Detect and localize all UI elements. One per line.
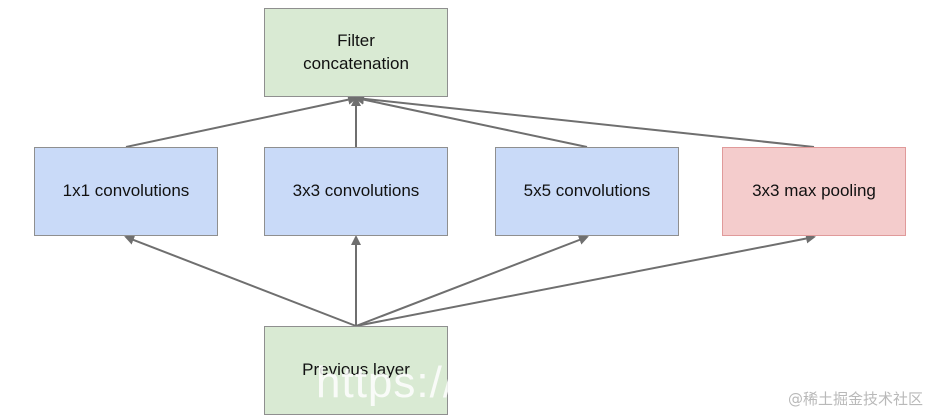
conv-1x1-label: 1x1 convolutions [62, 181, 190, 201]
previous-layer-label: Previous layer [302, 360, 410, 380]
conv-3x3-node: 3x3 convolutions [264, 147, 448, 236]
edge-conv1-to-concat [125, 94, 358, 148]
watermark-url: https://b [316, 358, 482, 407]
edge-conv5-to-concat [354, 94, 588, 148]
conv-5x5-label: 5x5 convolutions [523, 181, 651, 201]
conv-5x5-node: 5x5 convolutions [495, 147, 679, 236]
filter-concatenation-node: Filter concatenation [264, 8, 448, 97]
previous-layer-node: Previous layer [264, 326, 448, 415]
edge-pool-to-concat [354, 93, 815, 148]
max-pooling-label: 3x3 max pooling [752, 181, 876, 201]
conv-1x1-node: 1x1 convolutions [34, 147, 218, 236]
edge-prev-to-conv1 [124, 235, 357, 327]
conv-3x3-label: 3x3 convolutions [292, 181, 420, 201]
max-pooling-node: 3x3 max pooling [722, 147, 906, 236]
edge-prev-to-conv5 [355, 235, 589, 327]
filter-concatenation-label: Filter concatenation [303, 30, 409, 73]
edge-prev-to-pool [355, 233, 816, 327]
watermark-brand: @稀土掘金技术社区 [787, 390, 923, 408]
